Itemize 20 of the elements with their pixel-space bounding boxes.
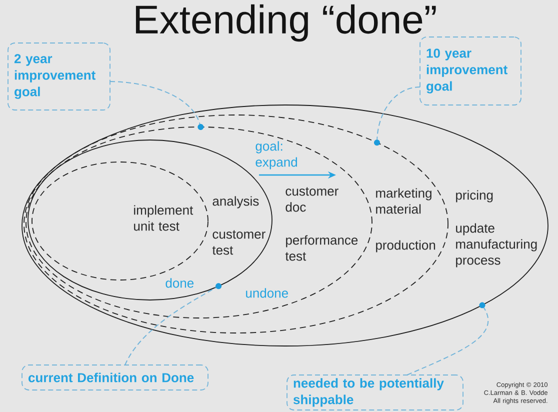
callout-box: 2 year improvement goal	[8, 42, 110, 110]
callout-box: needed to be potentially shippable	[286, 374, 464, 410]
activity-label: performance test	[285, 235, 358, 261]
leader-line	[110, 81, 200, 125]
callout-box: 10 year improvement goal	[420, 36, 522, 106]
activity-label: production	[376, 240, 436, 252]
activity-label: analysis	[212, 196, 259, 208]
leader-line	[376, 86, 420, 140]
activity-label: update manufacturing process	[456, 223, 537, 268]
callout-box: current Definition on Done	[22, 364, 208, 390]
activity-label: customer test	[212, 230, 266, 255]
arrow-label: goal: expand	[256, 141, 297, 170]
scope-label: undone	[246, 288, 288, 298]
leader-line	[406, 307, 489, 376]
activity-label: customer doc	[286, 187, 338, 212]
activity-label: implement unit test	[134, 205, 194, 231]
leader-line	[124, 287, 216, 366]
activity-label: pricing	[456, 190, 493, 202]
activity-label: marketing material	[376, 188, 432, 214]
scope-label: done	[166, 278, 194, 288]
